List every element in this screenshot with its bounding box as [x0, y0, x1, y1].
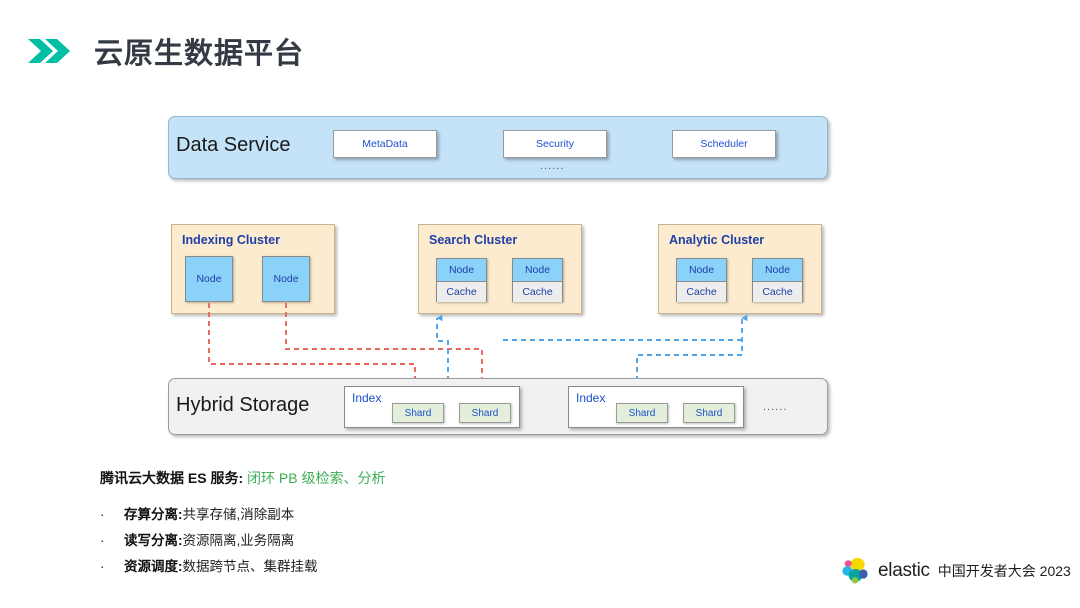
cluster-title: Analytic Cluster: [669, 233, 765, 247]
bullet-marker: ·: [100, 533, 105, 548]
bullet-desc: 资源隔离,业务隔离: [182, 533, 295, 548]
bullet-item: · 存算分离:共享存储,消除副本: [100, 503, 294, 523]
bullet-item: · 读写分离:资源隔离,业务隔离: [100, 529, 294, 549]
cache-label: Cache: [753, 281, 802, 302]
node-box[interactable]: Node: [262, 256, 310, 302]
bullet-marker: ·: [100, 507, 105, 522]
node-box[interactable]: Node Cache: [752, 258, 803, 302]
service-box-scheduler[interactable]: Scheduler: [672, 130, 776, 158]
service-box-security[interactable]: Security: [503, 130, 607, 158]
shard-box[interactable]: Shard: [459, 403, 511, 423]
cluster-title: Indexing Cluster: [182, 233, 280, 247]
cache-label: Cache: [513, 281, 562, 302]
node-label: Node: [513, 259, 562, 281]
page-title: 云原生数据平台: [94, 38, 305, 70]
data-service-label: Data Service: [176, 134, 291, 156]
cluster-title: Search Cluster: [429, 233, 518, 247]
node-box[interactable]: Node: [185, 256, 233, 302]
slide-header: 云原生数据平台: [26, 30, 304, 72]
shard-label: Shard: [695, 407, 723, 419]
elastic-brand: elastic: [878, 560, 930, 581]
node-label: Node: [753, 259, 802, 281]
node-box[interactable]: Node Cache: [512, 258, 563, 302]
shard-label: Shard: [471, 407, 499, 419]
bullet-term: 存算分离:: [124, 507, 183, 522]
shard-box[interactable]: Shard: [392, 403, 444, 423]
bullet-term: 读写分离:: [124, 533, 183, 548]
cache-label: Cache: [677, 281, 726, 302]
index-box[interactable]: Index Shard Shard: [568, 386, 744, 428]
hybrid-storage-label: Hybrid Storage: [176, 394, 310, 416]
service-box-label: Security: [536, 138, 574, 150]
node-box[interactable]: Node Cache: [436, 258, 487, 302]
double-chevron-right-icon: [26, 36, 72, 66]
summary-lead: 腾讯云大数据 ES 服务: 闭环 PB 级检索、分析: [100, 468, 385, 488]
service-box-metadata[interactable]: MetaData: [333, 130, 437, 158]
bullet-item: · 资源调度:数据跨节点、集群挂载: [100, 555, 318, 575]
shard-box[interactable]: Shard: [683, 403, 735, 423]
index-label: Index: [352, 391, 382, 405]
service-box-label: Scheduler: [700, 138, 748, 150]
footer-logo: elastic 中国开发者大会 2023: [840, 556, 1071, 586]
node-label: Node: [677, 259, 726, 281]
index-label: Index: [576, 391, 606, 405]
node-label: Node: [186, 257, 232, 301]
hybrid-storage-ellipsis: ......: [763, 401, 788, 413]
bullet-marker: ·: [100, 559, 105, 574]
shard-label: Shard: [628, 407, 656, 419]
elastic-logo-icon: [840, 556, 870, 586]
data-service-ellipsis: ......: [540, 160, 565, 172]
bullet-desc: 数据跨节点、集群挂载: [182, 559, 318, 574]
node-label: Node: [263, 257, 309, 301]
index-box[interactable]: Index Shard Shard: [344, 386, 520, 428]
shard-label: Shard: [404, 407, 432, 419]
elastic-event: 中国开发者大会 2023: [937, 563, 1071, 579]
bullet-term: 资源调度:: [124, 559, 183, 574]
shard-box[interactable]: Shard: [616, 403, 668, 423]
node-box[interactable]: Node Cache: [676, 258, 727, 302]
bullet-desc: 共享存储,消除副本: [182, 507, 295, 522]
service-box-label: MetaData: [362, 138, 408, 150]
summary-lead-prefix: 腾讯云大数据 ES 服务:: [100, 470, 244, 486]
cache-label: Cache: [437, 281, 486, 302]
summary-lead-highlight: 闭环 PB 级检索、分析: [247, 470, 386, 486]
node-label: Node: [437, 259, 486, 281]
